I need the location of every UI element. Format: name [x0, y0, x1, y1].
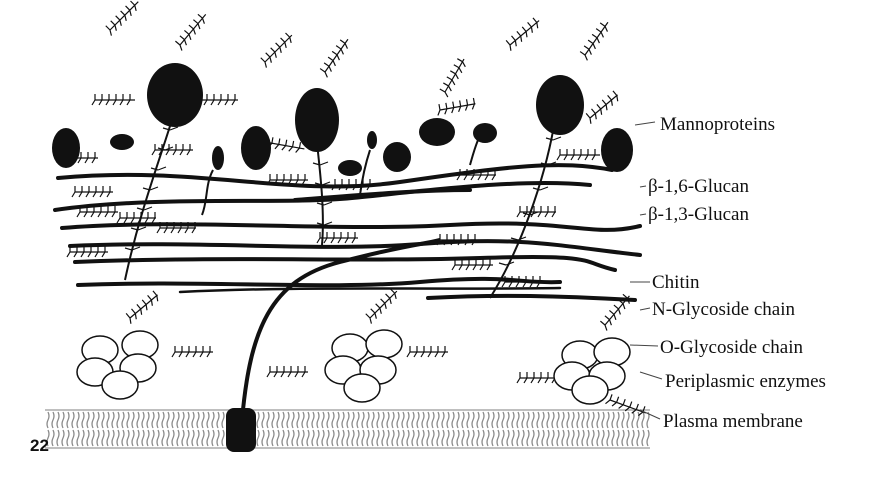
glycoside-chain: [125, 290, 159, 324]
glycoside-chain: [76, 206, 118, 218]
label-plasma-membrane: Plasma membrane: [663, 411, 803, 432]
glycoside-chain: [196, 94, 238, 106]
mannoprotein-body: [52, 128, 80, 168]
label-beta13-glucan: β-1,3-Glucan: [648, 204, 749, 225]
glucan-fiber: [73, 254, 617, 272]
glucan-fiber: [60, 221, 642, 232]
glycoside-chain: [439, 58, 466, 98]
mannoprotein-body: [367, 131, 377, 149]
glycoside-chain: [260, 32, 293, 68]
glycoside-chain: [71, 186, 113, 198]
glycoside-chain: [600, 293, 630, 331]
glycoside-chain: [436, 234, 476, 246]
glycoside-chain: [585, 90, 619, 124]
membrane-lipid-tails: [46, 411, 650, 447]
periplasmic-enzyme: [343, 373, 381, 403]
mannoprotein-stalk: [359, 149, 371, 196]
mannoprotein-stalk: [201, 169, 214, 216]
glycoside-chain: [91, 94, 135, 106]
glycoside-chain: [66, 246, 108, 258]
glucan-fiber: [426, 293, 637, 302]
mannoprotein-body: [419, 118, 455, 146]
label-beta16-glucan: β-1,6-Glucan: [648, 176, 749, 197]
glucan-fiber: [53, 181, 592, 212]
glucan-fiber: [76, 276, 562, 288]
label-n-glycoside-chain: N-Glycoside chain: [652, 299, 795, 320]
glycoside-chain: [175, 13, 207, 51]
glucan-fiber: [293, 188, 472, 202]
periplasmic-enzyme: [365, 329, 403, 359]
label-periplasmic-enzymes: Periplasmic enzymes: [665, 371, 826, 392]
glycoside-chain: [171, 346, 213, 358]
mannoprotein-stalks: [124, 109, 562, 299]
mannoprotein-body: [110, 134, 134, 150]
glycoside-chain: [331, 179, 371, 191]
glycoside-chain: [505, 17, 540, 51]
mannoprotein-body: [536, 75, 584, 135]
label-chitin: Chitin: [652, 272, 700, 293]
glycoside-chain: [516, 206, 556, 218]
leader-line: [639, 371, 663, 380]
glycoside-chain: [319, 38, 349, 78]
mannoprotein-bodies: [52, 63, 633, 176]
periplasmic-enzyme: [571, 375, 609, 405]
anchor-stalk: [240, 238, 441, 421]
glycoside-chain: [266, 366, 308, 378]
glucan-fiber: [68, 239, 642, 257]
glycoside-chain: [437, 97, 476, 116]
glycoside-chain: [116, 212, 156, 224]
figure-number: 22: [30, 436, 49, 455]
plasma-membrane-bilayer: [45, 409, 650, 449]
mannoprotein-body: [241, 126, 271, 170]
membrane-anchor-protein: [226, 238, 441, 452]
mannoprotein-stalk: [489, 119, 556, 299]
leader-line: [639, 213, 647, 216]
leader-line: [639, 185, 647, 188]
glycoside-chain: [456, 169, 496, 181]
mannoprotein-body: [383, 142, 411, 172]
glycoside-chain: [151, 144, 193, 156]
mannoprotein-stalk: [124, 109, 176, 281]
mannoprotein-body: [147, 63, 203, 127]
mannoprotein-body: [601, 128, 633, 172]
mannoprotein-body: [295, 88, 339, 152]
glycoside-chain: [316, 232, 358, 244]
periplasmic-enzyme-clusters: [76, 329, 631, 405]
leader-line: [639, 307, 651, 311]
glycoside-chain: [579, 21, 609, 61]
transmembrane-protein: [226, 408, 256, 452]
label-leader-lines: [629, 121, 663, 420]
glycoside-chain: [156, 222, 196, 234]
leader-line: [639, 409, 661, 420]
stalk-branches: [124, 126, 179, 251]
glycoside-chain: [105, 0, 139, 36]
glycoside-chain: [451, 259, 493, 271]
glycoside-chain: [516, 372, 556, 384]
leader-line: [634, 121, 656, 126]
label-mannoproteins: Mannoproteins: [660, 114, 776, 135]
mannoprotein-body: [212, 146, 224, 170]
mannoprotein-body: [338, 160, 362, 176]
label-o-glycoside-chain: O-Glycoside chain: [660, 337, 803, 358]
mannoprotein-body: [473, 123, 497, 143]
glycoside-chain: [406, 346, 448, 358]
leader-line: [629, 344, 659, 347]
glycoside-chain: [501, 276, 541, 288]
glycoside-chain: [266, 174, 308, 186]
mannoprotein-stalk: [469, 139, 479, 166]
glycoside-chain: [556, 149, 600, 161]
glycoside-chain: [365, 288, 398, 324]
glucan-fiber: [56, 163, 614, 189]
glucan-fiber: [178, 286, 562, 294]
periplasmic-enzyme: [101, 370, 139, 400]
glycoside-chain: [605, 394, 646, 417]
stalk-branches: [498, 136, 562, 266]
